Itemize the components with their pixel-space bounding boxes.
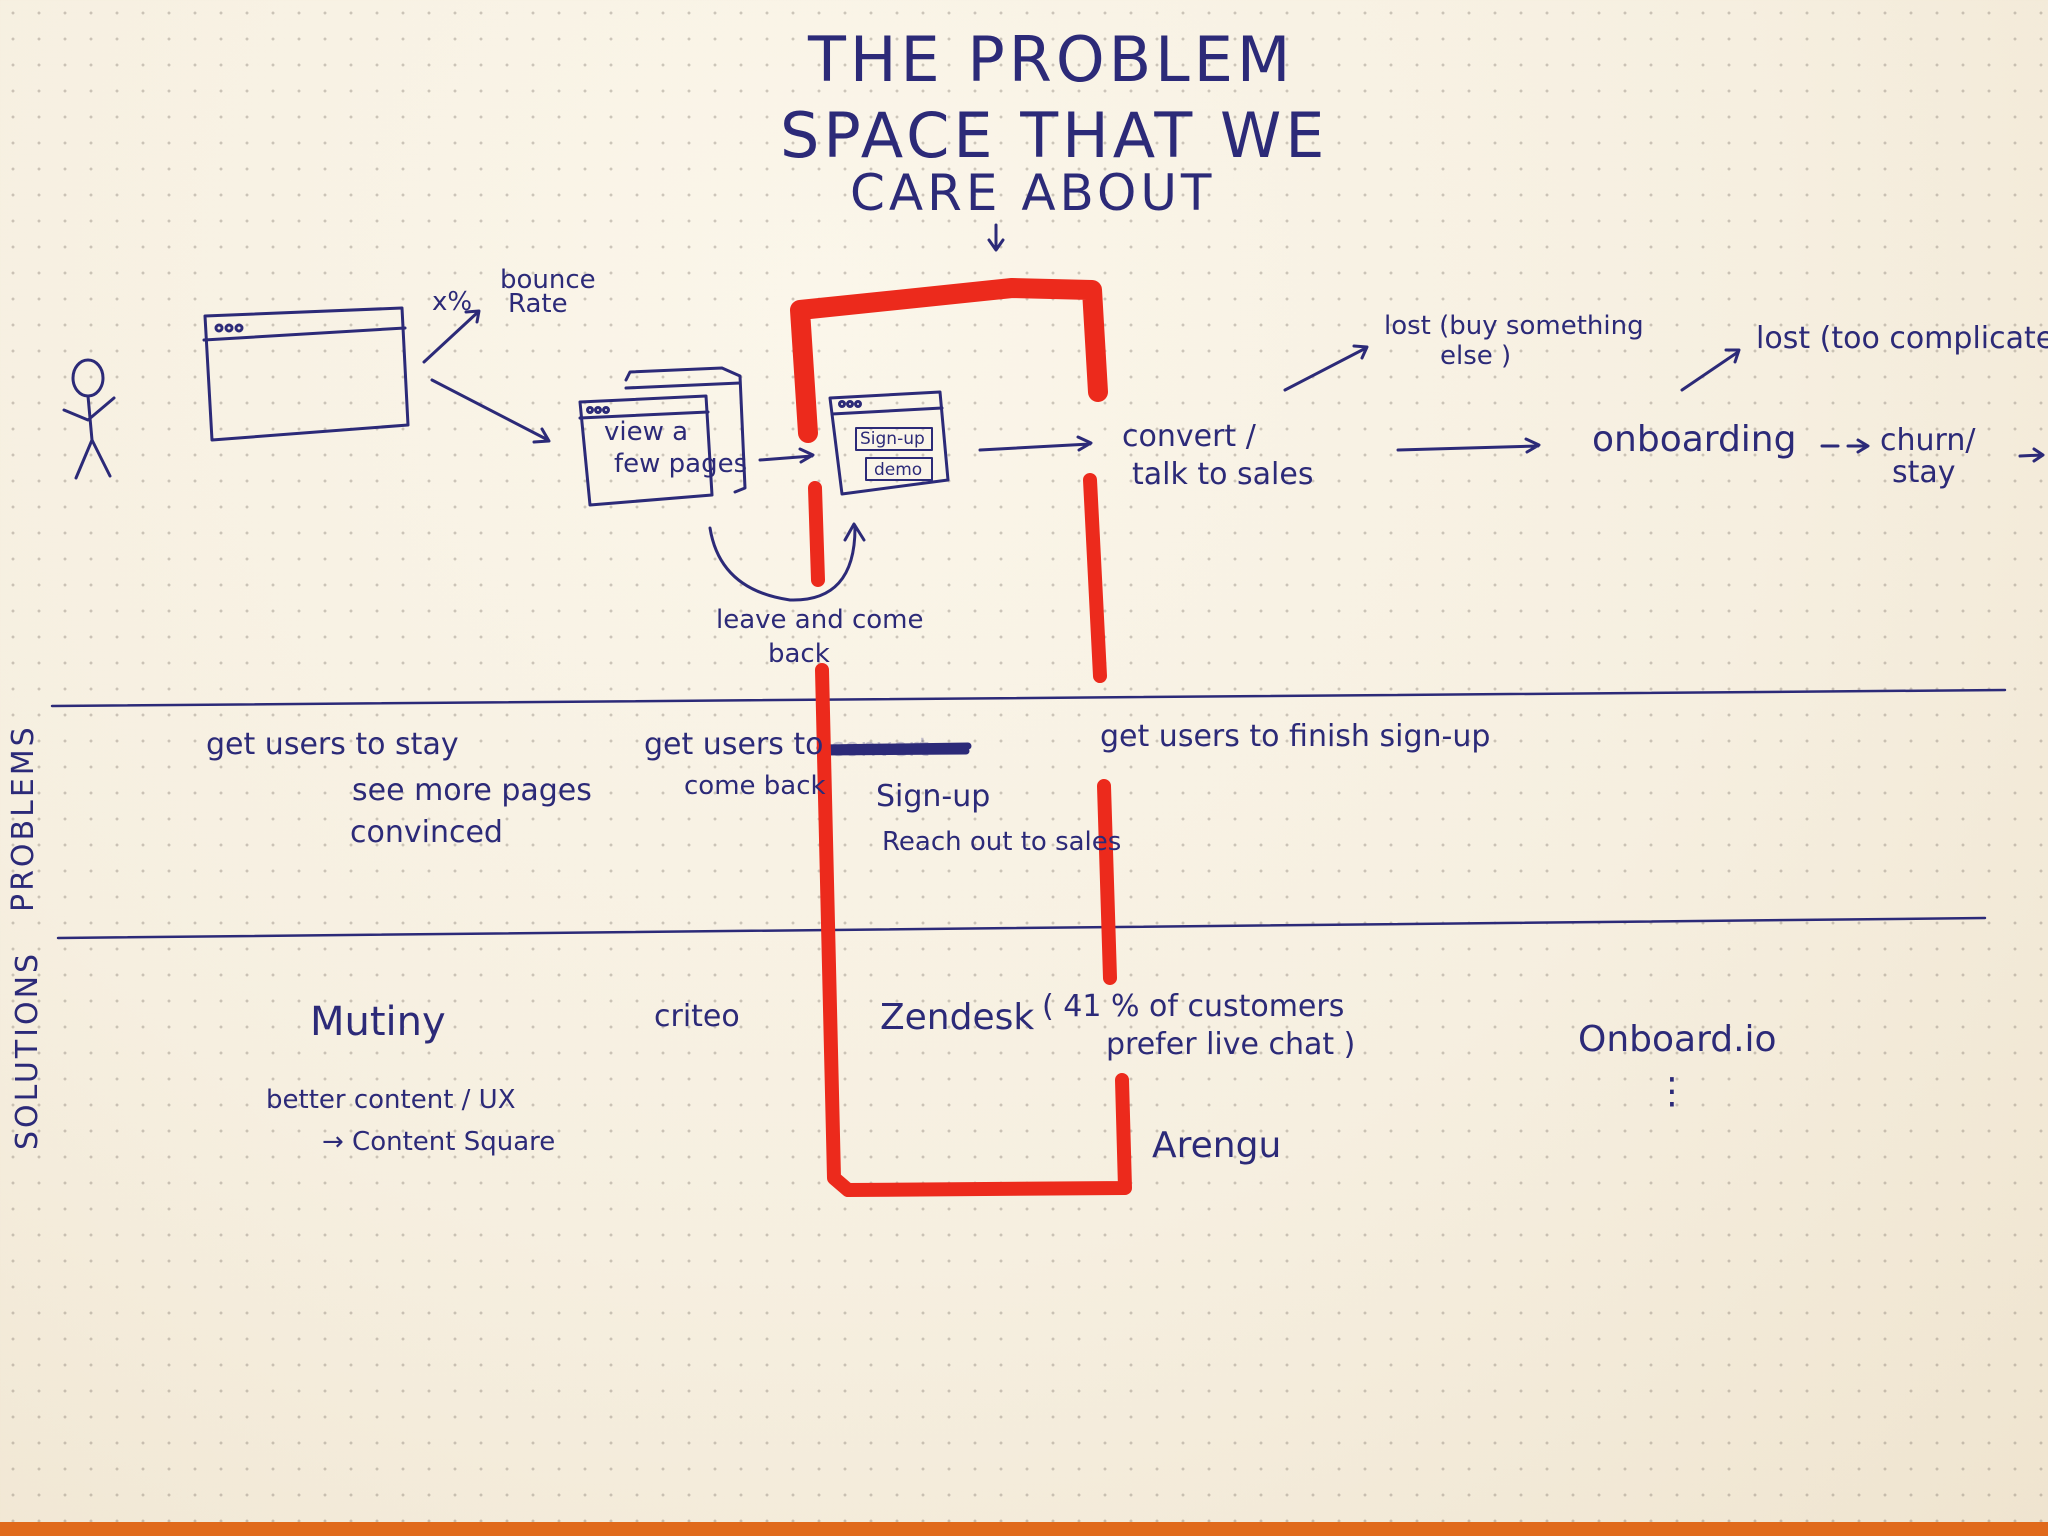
solution-content-square: → Content Square [322,1127,556,1157]
arrow-to-view-pages [430,378,551,444]
divider-solutions [56,916,1987,940]
solution-more-ellipsis: ⋮ [1654,1071,1690,1112]
demo-button-label: demo [874,460,923,480]
problem-come-back-2: come back [684,771,826,801]
problem-crossed-word: convert [830,733,929,763]
problem-come-back-1: get users to [644,727,824,762]
landing-page-window [202,306,410,442]
solution-zendesk: Zendesk [880,997,1035,1038]
leave-come-back-label-2: back [768,639,830,669]
solution-onboard-io: Onboard.io [1578,1019,1777,1060]
focus-area-marker [790,278,1132,1197]
solution-stat-1: ( 41 % of customers [1042,989,1345,1024]
solution-stat-2: prefer live chat ) [1106,1027,1356,1062]
problem-see-more: see more pages [352,773,592,808]
row-label-problems: PROBLEMS [6,724,41,912]
bounce-rate-label: Rate [508,289,568,319]
leave-come-back-label: leave and come [716,605,924,635]
solution-better-content: better content / UX [266,1085,516,1115]
view-pages-label-2: few pages [614,449,748,479]
problem-convinced: convinced [350,815,503,850]
churn-label: churn/ [1880,423,1976,458]
signup-button-label: Sign-up [860,429,925,449]
talk-to-sales-label: talk to sales [1132,457,1314,492]
bounce-pct-label: x% [432,287,473,317]
onboarding-label: onboarding [1592,419,1797,460]
view-pages-windows [578,366,747,507]
page-title-line-3: CARE ABOUT [850,164,1216,222]
arrow-to-bounce [422,309,481,364]
arrow-to-onboarding [1396,437,1541,454]
title-arrow [987,223,1005,252]
problem-stay: get users to stay [206,727,459,762]
arrow-to-lost-buy [1283,344,1369,392]
page-title-line-2: SPACE THAT WE [780,99,1329,172]
arrow-to-churn [1820,438,1870,454]
row-label-solutions: SOLUTIONS [10,950,45,1150]
solution-arengu: Arengu [1152,1125,1282,1166]
strike-scribble [816,742,972,756]
stick-figure-user [62,358,116,480]
page-title-line-1: THE PROBLEM [808,23,1295,96]
leave-return-loop [708,522,866,602]
convert-label: convert / [1122,419,1256,454]
problem-finish-signup: get users to finish sign-up [1100,719,1491,754]
view-pages-label-1: view a [604,417,689,447]
arrow-to-signup [758,447,815,464]
lost-buy-label: lost (buy something [1384,311,1644,341]
lost-buy-label-2: else ) [1440,341,1512,371]
stay-label: stay [1892,455,1956,490]
solution-mutiny: Mutiny [310,999,446,1045]
lost-complicated-label: lost (too complicated) [1756,321,2048,356]
problem-signup: Sign-up [876,779,991,814]
divider-problems [50,688,2007,708]
solution-criteo: criteo [654,999,740,1034]
arrow-to-convert [978,435,1093,452]
bounce-label: bounce [500,265,596,295]
problem-reach-out: Reach out to sales [882,827,1122,857]
signup-window [828,390,950,496]
desk-edge [0,1522,2048,1536]
arrow-to-lost-complicated [1680,348,1741,392]
arrow-offpage [2018,447,2045,463]
